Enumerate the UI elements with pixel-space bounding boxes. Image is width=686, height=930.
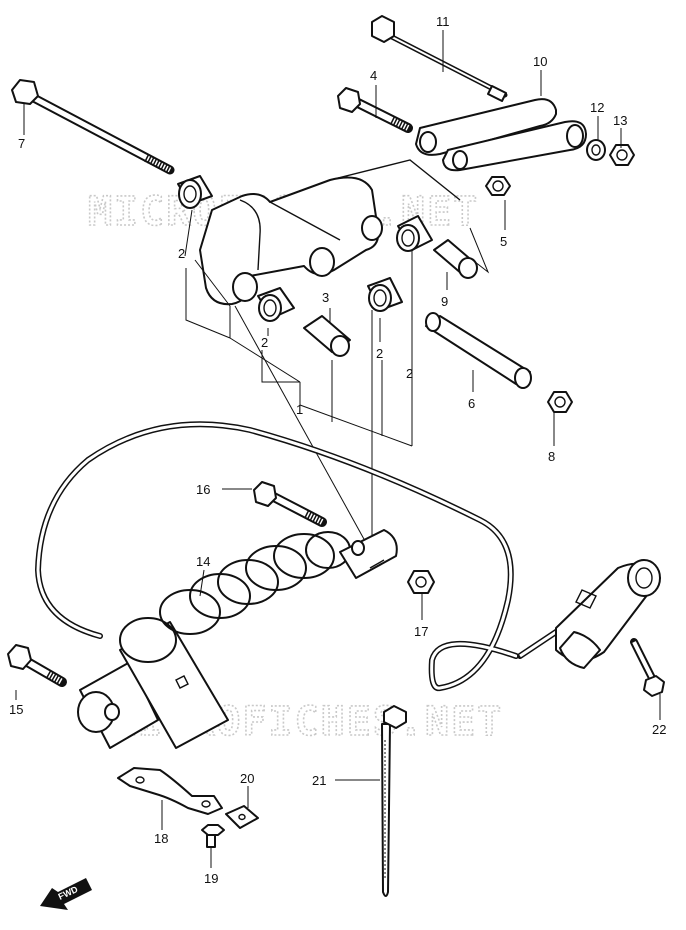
adjuster-cable xyxy=(34,421,519,692)
callout-22: 22 xyxy=(652,722,666,737)
part-20-clip-nut xyxy=(225,805,259,829)
callout-numbers: 1 2 2 2 2 3 4 5 6 7 8 9 10 11 12 13 14 1… xyxy=(9,14,666,886)
callout-8: 8 xyxy=(548,449,555,464)
callout-2d: 2 xyxy=(406,366,413,381)
callout-17: 17 xyxy=(414,624,428,639)
part-17-nut xyxy=(407,570,435,594)
fwd-direction-marker: FWD xyxy=(40,878,92,910)
callout-11: 11 xyxy=(436,14,450,29)
part-16-bolt xyxy=(253,481,327,527)
leader-lines xyxy=(15,30,661,868)
part-10-rod xyxy=(415,98,587,172)
callout-19: 19 xyxy=(204,871,218,886)
callout-5: 5 xyxy=(500,234,507,249)
callout-10: 10 xyxy=(533,54,547,69)
callout-1: 1 xyxy=(296,402,303,417)
callout-13: 13 xyxy=(613,113,627,128)
cushion-lever xyxy=(199,159,461,306)
callout-18: 18 xyxy=(154,831,168,846)
callout-3: 3 xyxy=(322,290,329,305)
callout-4: 4 xyxy=(370,68,377,83)
part-13-nut xyxy=(609,144,635,166)
callout-2a: 2 xyxy=(178,246,185,261)
part-7-bolt xyxy=(11,79,175,175)
part-6-sleeve xyxy=(425,312,532,389)
part-12-washer xyxy=(586,139,606,161)
part-2-bearing-lower-right xyxy=(367,277,403,312)
part-4-bolt xyxy=(337,87,413,133)
callout-12: 12 xyxy=(590,100,604,115)
part-2-bearing-right xyxy=(396,215,433,252)
part-11-bolt xyxy=(371,15,508,102)
part-21-cable-tie xyxy=(381,705,407,897)
callout-2b: 2 xyxy=(261,335,268,350)
callout-20: 20 xyxy=(240,771,254,786)
remote-adjuster xyxy=(555,559,661,669)
callout-7: 7 xyxy=(18,136,25,151)
part-3-spacer xyxy=(303,315,351,357)
part-2-bearing-top-left xyxy=(177,175,213,209)
part-5-nut xyxy=(485,176,511,196)
callout-9: 9 xyxy=(441,294,448,309)
callout-21: 21 xyxy=(312,773,326,788)
part-2-bearing-lower-left xyxy=(257,287,295,322)
callout-6: 6 xyxy=(468,396,475,411)
part-14-shock-absorber xyxy=(77,529,398,749)
part-8-nut xyxy=(547,391,573,413)
callout-14: 14 xyxy=(196,554,210,569)
part-19-bolt xyxy=(201,824,225,848)
part-22-bolt xyxy=(630,638,665,697)
part-9-spacer xyxy=(433,239,478,279)
part-18-bracket xyxy=(117,767,223,815)
callout-15: 15 xyxy=(9,702,23,717)
callout-2c: 2 xyxy=(376,346,383,361)
part-15-bolt xyxy=(7,644,67,687)
shock-spring xyxy=(159,531,351,635)
callout-16: 16 xyxy=(196,482,210,497)
